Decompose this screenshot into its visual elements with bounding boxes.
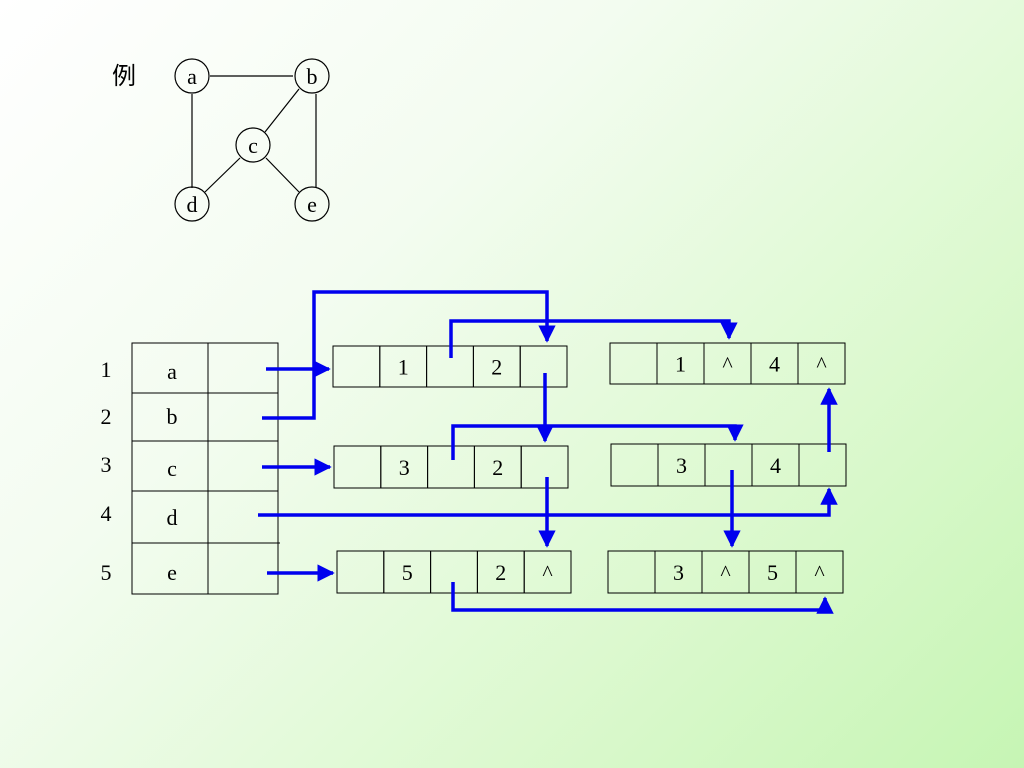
node-cell-text: 3 (676, 453, 687, 478)
vertex-label-d: d (187, 192, 198, 217)
arrow-node3-ilink (451, 424, 744, 460)
node-cell-text: 1 (398, 355, 409, 380)
arrow-b-to-node1 (262, 290, 556, 420)
node-cell (607, 550, 656, 594)
edge-b-c (264, 88, 300, 133)
graph-vertex-e: e (294, 186, 330, 222)
row-index: 5 (101, 560, 112, 585)
row-index: 4 (101, 501, 112, 526)
node-cell (610, 443, 659, 487)
row-index: 3 (101, 452, 112, 477)
node-cell-text: ^ (814, 560, 825, 585)
node-cell (798, 443, 847, 487)
graph-vertex-c: c (235, 127, 271, 163)
row-indices: 1 2 3 4 5 (101, 357, 112, 585)
node-cell-text: 5 (402, 560, 413, 585)
node-cell (704, 443, 753, 487)
example-label: 例 (112, 63, 136, 90)
node-cell (520, 445, 569, 489)
vertex-label-e: e (307, 192, 317, 217)
edge-c-d (204, 157, 241, 193)
node-cell-text: 3 (673, 560, 684, 585)
node-cell-text: 1 (675, 352, 686, 377)
node-cell-text: 4 (770, 453, 781, 478)
vertex-label-c: c (248, 133, 258, 158)
arrow-d-to-node4 (258, 487, 838, 517)
node-cell-text: 4 (769, 352, 780, 377)
node-cell-text: ^ (816, 352, 827, 377)
row-index: 2 (101, 404, 112, 429)
graph-edges (191, 75, 317, 193)
node-cell-text: 2 (495, 560, 506, 585)
edge-node-2: 1 ^ 4 ^ (609, 342, 846, 385)
node-cell-text: 5 (767, 560, 778, 585)
node-cell (333, 445, 382, 489)
graph-vertex-b: b (294, 58, 330, 94)
vertex-cell: d (167, 505, 178, 530)
vertex-cell: a (167, 359, 177, 384)
vertex-label-b: b (307, 64, 318, 89)
node-cell-text: ^ (542, 560, 553, 585)
vertex-table (131, 342, 280, 595)
node-cell-text: 3 (399, 455, 410, 480)
vertex-cell: b (167, 404, 178, 429)
node-cell-text: ^ (722, 352, 733, 377)
vertex-cell: e (167, 560, 177, 585)
graph: a b c d e (174, 58, 330, 222)
node-cell (609, 342, 658, 385)
node-cell (795, 550, 844, 594)
arrow-node1-ilink (449, 319, 738, 358)
edge-node-6: 3 ^ 5 ^ (607, 550, 844, 594)
row-index: 1 (101, 357, 112, 382)
node-cell-text: 2 (491, 355, 502, 380)
node-cell-text: ^ (720, 560, 731, 585)
graph-vertex-a: a (174, 58, 210, 94)
edge-node-5: 5 2 ^ (336, 550, 572, 594)
vertex-table-labels: a b c d e (167, 359, 178, 585)
node-cell (797, 342, 846, 385)
vertex-cell: c (167, 456, 177, 481)
node-cell (332, 345, 381, 388)
arrow-node5-ilink (451, 582, 834, 614)
vertex-label-a: a (187, 64, 197, 89)
node-cell-text: 2 (492, 455, 503, 480)
pointer-arrows (258, 290, 838, 614)
graph-vertex-d: d (174, 186, 210, 222)
node-cell (427, 445, 475, 489)
node-cell (336, 550, 385, 594)
node-cell (523, 550, 572, 594)
edge-c-e (265, 157, 300, 193)
